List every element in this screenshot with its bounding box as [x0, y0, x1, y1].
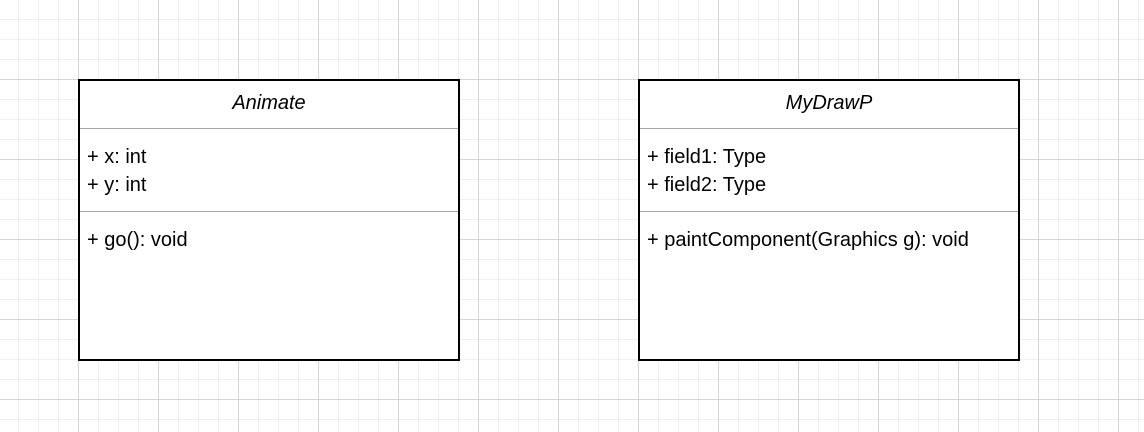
operations-compartment: + paintComponent(Graphics g): void [640, 212, 1018, 254]
attribute-item: + x: int [87, 146, 147, 168]
attributes-compartment: + x: int + y: int [80, 129, 458, 212]
operation-item: + go(): void [87, 229, 188, 251]
attribute-item: + field2: Type [647, 174, 767, 196]
attribute-item: + field1: Type [647, 146, 767, 168]
attributes-compartment: + field1: Type + field2: Type [640, 129, 1018, 212]
class-name: MyDrawP [640, 81, 1018, 129]
attribute-item: + y: int [87, 174, 147, 196]
operation-item: + paintComponent(Graphics g): void [647, 229, 969, 251]
class-name: Animate [80, 81, 458, 129]
uml-class-mydrawp[interactable]: MyDrawP + field1: Type + field2: Type + … [638, 79, 1020, 361]
uml-class-animate[interactable]: Animate + x: int + y: int + go(): void [78, 79, 460, 361]
operations-compartment: + go(): void [80, 212, 458, 254]
